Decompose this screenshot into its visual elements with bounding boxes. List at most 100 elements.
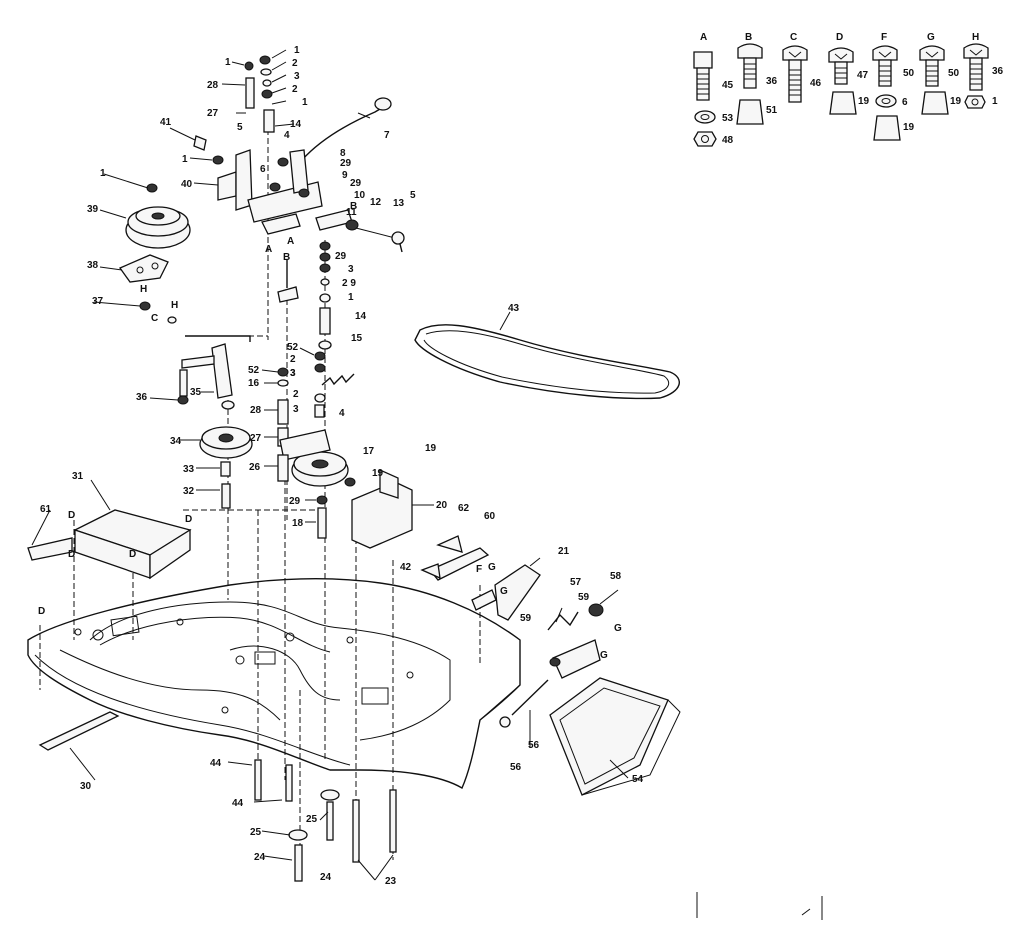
callout: 25 <box>306 814 318 825</box>
legend-letter-g: G <box>927 32 935 43</box>
callout: 4 <box>284 130 290 141</box>
callout: 28 <box>250 405 262 416</box>
callout: 54 <box>632 774 644 785</box>
legend-extra-19c: 19 <box>903 122 915 133</box>
callout: 20 <box>436 500 448 511</box>
callout: 21 <box>558 546 570 557</box>
callout: 33 <box>183 464 195 475</box>
callout: 44 <box>232 798 244 809</box>
callout: 32 <box>183 486 195 497</box>
callout: 1 <box>294 45 300 56</box>
pulley-39 <box>125 206 191 249</box>
corner-marks <box>696 892 823 920</box>
callout: G <box>600 650 608 661</box>
legend-extra-53: 53 <box>722 113 734 124</box>
callout: 3 <box>290 368 296 379</box>
callout: 59 <box>578 592 590 603</box>
legend-extra-19b: 19 <box>950 96 962 107</box>
callout: 62 <box>458 503 470 514</box>
callout: 2 <box>292 58 298 69</box>
bolt-a-icon <box>693 51 713 101</box>
callout: 30 <box>80 781 92 792</box>
callout: G <box>488 562 496 573</box>
chute-spring-57 <box>547 603 604 679</box>
left-idler-assembly <box>177 335 253 509</box>
callout: A <box>265 244 272 255</box>
bolt-h-icon <box>963 43 989 91</box>
callout: 18 <box>292 518 304 529</box>
legend-extra-48: 48 <box>722 135 734 146</box>
legend-extra-19a: 19 <box>858 96 870 107</box>
callout: 10 <box>354 190 366 201</box>
legend-letter-c: C <box>790 32 797 43</box>
callout: 1 <box>302 97 308 108</box>
spacer-51-icon <box>736 99 764 125</box>
callout: 19 <box>425 443 437 454</box>
callout: 2 9 <box>342 278 356 289</box>
callout: 2 <box>290 354 296 365</box>
callout: 29 <box>289 496 301 507</box>
washer-6-icon <box>875 94 897 108</box>
mower-deck <box>27 577 521 790</box>
spacer-19b-icon <box>921 91 949 115</box>
callout: 27 <box>250 433 262 444</box>
bolt-c-icon <box>782 45 808 103</box>
callout: 12 <box>370 197 382 208</box>
callout: D <box>129 549 136 560</box>
callout: 8 <box>340 148 346 159</box>
callout: 56 <box>510 762 522 773</box>
legend-extra-51: 51 <box>766 105 778 116</box>
legend-part-h: 36 <box>992 66 1004 77</box>
callout: 3 <box>348 264 354 275</box>
callout: 44 <box>210 758 222 769</box>
callout: 5 <box>410 190 416 201</box>
callout: 58 <box>610 571 622 582</box>
legend-part-a: 45 <box>722 80 734 91</box>
legend-part-d: 47 <box>857 70 869 81</box>
callout: 1 <box>348 292 354 303</box>
legend-letter-d: D <box>836 32 843 43</box>
callout: 52 <box>248 365 260 376</box>
right-shaft-stack <box>291 241 356 539</box>
callout: 24 <box>320 872 332 883</box>
bolt-f-icon <box>872 45 898 87</box>
callout: D <box>68 549 75 560</box>
chute-rod-56 <box>499 679 549 728</box>
callout: 13 <box>393 198 405 209</box>
callout: 6 <box>260 164 266 175</box>
legend-extra-1: 1 <box>992 96 998 107</box>
callout: 38 <box>87 260 99 271</box>
bracket-38 <box>119 254 169 283</box>
small-parts-right <box>420 535 490 581</box>
discharge-chute-54 <box>549 677 681 796</box>
legend-letter-h: H <box>972 32 979 43</box>
legend-part-g: 50 <box>948 68 960 79</box>
callout: H <box>140 284 147 295</box>
callout: F <box>476 564 482 575</box>
callout: 3 <box>294 71 300 82</box>
callout: 57 <box>570 577 582 588</box>
callout: 28 <box>207 80 219 91</box>
bolt-b-icon <box>737 43 763 89</box>
assembly-lines <box>39 120 481 860</box>
bolt-d-icon <box>828 47 854 85</box>
callout: 19 <box>372 468 384 479</box>
upper-linkage <box>146 55 405 303</box>
legend-extra-6: 6 <box>902 97 908 108</box>
callout: 56 <box>528 740 540 751</box>
callout: 16 <box>248 378 260 389</box>
nut-48-icon <box>693 131 717 147</box>
callout: D <box>68 510 75 521</box>
callout: 35 <box>190 387 202 398</box>
callout: C <box>151 313 158 324</box>
spacer-19a-icon <box>829 91 857 115</box>
nut-1-icon <box>964 95 986 109</box>
legend-letter-f: F <box>881 32 887 43</box>
callout: 3 <box>293 404 299 415</box>
callout: 31 <box>72 471 84 482</box>
callout: 29 <box>350 178 362 189</box>
callout: 11 <box>346 207 357 218</box>
hardware-legend: A 45 B 36 C 46 D 47 <box>693 32 1004 147</box>
washer-53-icon <box>694 110 716 124</box>
